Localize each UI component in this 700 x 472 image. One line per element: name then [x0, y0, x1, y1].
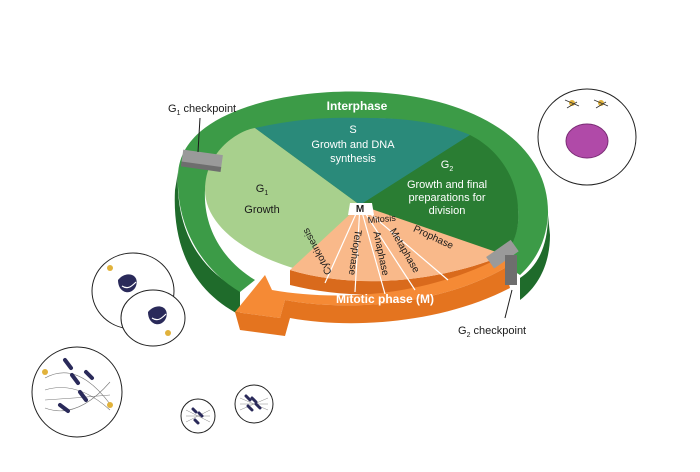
g2-letter: G2 [441, 159, 454, 173]
g1-line1: Growth [244, 204, 279, 216]
mitotic-wedge [290, 205, 505, 282]
mitotic-phase [235, 203, 510, 336]
s-line2: synthesis [330, 153, 376, 165]
g2-line1: Growth and final [407, 179, 487, 191]
s-line1: Growth and DNA [311, 139, 395, 151]
mitotic-arrow-side [235, 268, 510, 336]
mitosis-label: Mitosis [367, 213, 396, 225]
g2-slice [360, 135, 519, 255]
m-box [348, 203, 374, 215]
g2-phase-label: G2 Growth and final preparations for div… [407, 159, 487, 217]
m-letter: M [356, 204, 364, 215]
g1-letter: G1 [256, 183, 269, 197]
interphase-cell-illustration [537, 88, 637, 186]
g2-checkpoint-bar [486, 239, 519, 285]
g1-phase-label: G1 Growth [244, 183, 279, 216]
mitotic-arrow-label: Mitotic phase (M) [336, 292, 434, 306]
ring-top [177, 91, 549, 292]
ring-side [174, 172, 240, 315]
ring-side-right [520, 215, 550, 300]
g2-line3: division [429, 205, 466, 217]
interphase-label: Interphase [327, 99, 388, 113]
metaphase-cell-illustration [31, 346, 123, 438]
g1-checkpoint-bar [180, 149, 223, 172]
prophase-cell-illustration [180, 398, 216, 434]
telophase-cell-illustration [91, 252, 186, 347]
anaphase-cell-illustration [234, 384, 274, 424]
g1-slice [205, 128, 360, 270]
mitotic-arrow [235, 255, 505, 318]
s-phase-label: S Growth and DNA synthesis [311, 124, 395, 165]
s-letter: S [349, 124, 356, 136]
g2-line2: preparations for [408, 192, 485, 204]
g1-checkpoint-label: G1 checkpoint [168, 103, 236, 117]
s-slice [255, 117, 470, 205]
g2-checkpoint-label: G2 checkpoint [458, 325, 526, 339]
